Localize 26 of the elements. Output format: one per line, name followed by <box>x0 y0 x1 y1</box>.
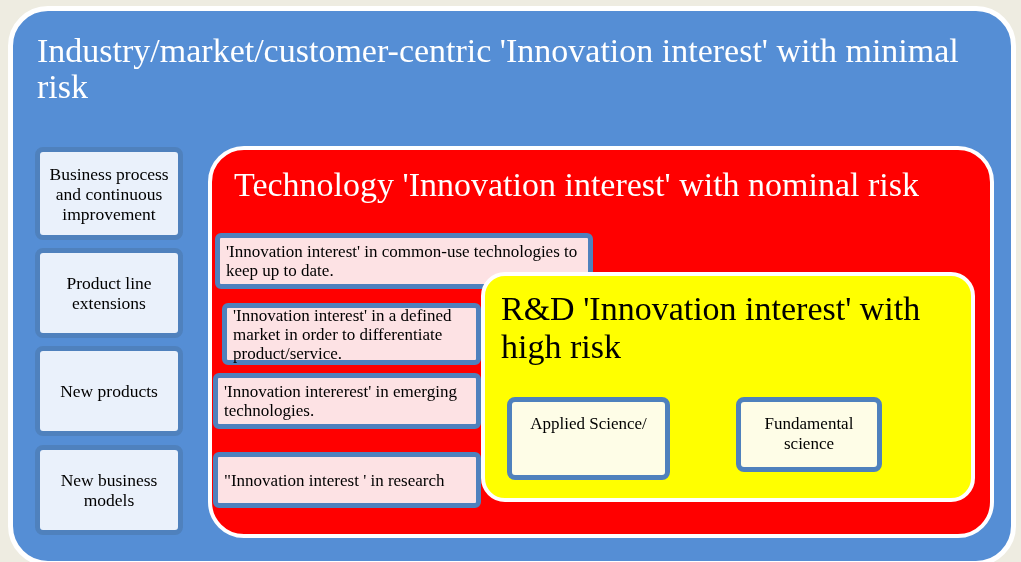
box-label: Fundamental science <box>763 413 855 455</box>
panel-title: Industry/market/customer-centric 'Innovation interest' with minimal risk <box>36 31 960 105</box>
rnd-panel <box>481 272 975 502</box>
box-label: 'Innovation interest' in common-use technologies to keep up to date. <box>225 242 579 280</box>
box-label: "Innovation interest ' in research <box>223 470 446 490</box>
panel-title: Technology 'Innovation interest' with nominal risk <box>233 165 921 204</box>
box-label: Applied Science/ <box>529 413 648 435</box>
box-label: Product line extensions <box>65 273 153 313</box>
technology-panel <box>208 146 994 538</box>
outer-panel <box>8 6 1016 562</box>
interest-box <box>213 373 481 429</box>
box-label: Business process and continuous improvement <box>48 163 170 224</box>
science-box <box>507 397 670 480</box>
category-box <box>35 147 183 240</box>
panel-title: R&D 'Innovation interest' with high risk <box>500 289 922 366</box>
category-box <box>35 248 183 338</box>
box-label: New business models <box>59 470 159 510</box>
category-box <box>35 445 183 535</box>
category-box <box>35 346 183 436</box>
box-label: 'Innovation intererest' in emerging technologies. <box>223 382 458 420</box>
box-label: New products <box>59 381 159 401</box>
box-label: 'Innovation interest' in a defined market in order to differentiate product/service. <box>232 305 453 363</box>
interest-box <box>213 452 481 508</box>
interest-box <box>222 303 481 365</box>
interest-box <box>215 233 593 289</box>
science-box <box>736 397 882 472</box>
